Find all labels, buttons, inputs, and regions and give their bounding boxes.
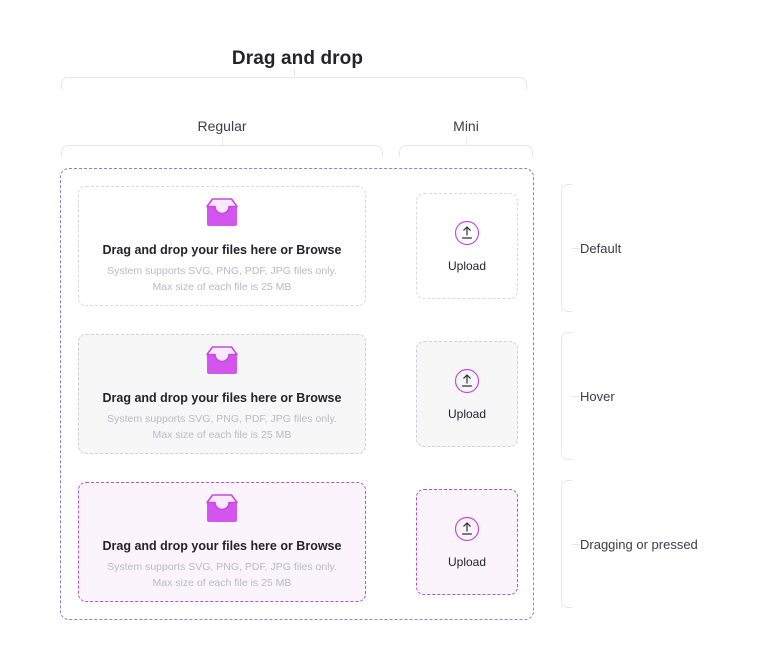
- dropzone-sub-line-2: Max size of each file is 25 MB: [152, 576, 292, 589]
- dropzone-sub-line-1: System supports SVG, PNG, PDF, JPG files…: [107, 561, 337, 574]
- dropzone-sub-line-2: Max size of each file is 25 MB: [152, 428, 292, 441]
- upload-circle-icon: [454, 516, 480, 547]
- page-title: Drag and drop: [231, 48, 364, 69]
- state-label-default: Default: [580, 241, 622, 256]
- title-bracket: [61, 69, 527, 90]
- upload-circle-icon: [454, 220, 480, 251]
- dropzone-headline: Drag and drop your files here or Browse: [102, 539, 342, 554]
- state-row-default: Drag and drop your files here or Browse …: [61, 186, 533, 322]
- state-row-hover: Drag and drop your files here or Browse …: [61, 334, 533, 470]
- state-label-dragging: Dragging or pressed: [580, 537, 698, 552]
- mini-upload-label: Upload: [447, 554, 487, 569]
- dropzone-sub-line-1: System supports SVG, PNG, PDF, JPG files…: [107, 413, 337, 426]
- state-bracket-stem: [572, 544, 580, 545]
- column-bracket-regular: [61, 137, 383, 157]
- upload-circle-icon: [454, 368, 480, 399]
- state-bracket-stem: [572, 396, 580, 397]
- dropzone-headline: Drag and drop your files here or Browse: [102, 391, 342, 406]
- dropzone-regular-dragging[interactable]: Drag and drop your files here or Browse …: [78, 482, 366, 602]
- inbox-tray-icon: [203, 197, 241, 233]
- column-bracket-stem: [466, 137, 467, 146]
- state-row-dragging: Drag and drop your files here or Browse …: [61, 482, 533, 618]
- column-bracket-stem: [222, 137, 223, 146]
- column-bracket-mini: [399, 137, 533, 157]
- column-label-regular: Regular: [197, 118, 247, 134]
- state-bracket-hover: [561, 332, 580, 460]
- dropzone-headline: Drag and drop your files here or Browse: [102, 243, 342, 258]
- state-label-hover: Hover: [580, 389, 615, 404]
- inbox-tray-icon: [203, 345, 241, 381]
- state-bracket-dragging: [561, 480, 580, 608]
- mini-upload-label: Upload: [447, 258, 487, 273]
- dropzone-regular-default[interactable]: Drag and drop your files here or Browse …: [78, 186, 366, 306]
- dropzone-mini-hover[interactable]: Upload: [416, 341, 518, 447]
- column-label-mini: Mini: [453, 118, 479, 134]
- title-bracket-stem: [294, 69, 295, 78]
- dropzone-regular-hover[interactable]: Drag and drop your files here or Browse …: [78, 334, 366, 454]
- mini-upload-label: Upload: [447, 406, 487, 421]
- dropzone-mini-default[interactable]: Upload: [416, 193, 518, 299]
- state-bracket-default: [561, 184, 580, 312]
- dropzone-sub-line-2: Max size of each file is 25 MB: [152, 280, 292, 293]
- state-bracket-stem: [572, 248, 580, 249]
- dropzone-matrix-container: Drag and drop your files here or Browse …: [60, 168, 534, 620]
- inbox-tray-icon: [203, 493, 241, 529]
- dropzone-mini-dragging[interactable]: Upload: [416, 489, 518, 595]
- dropzone-sub-line-1: System supports SVG, PNG, PDF, JPG files…: [107, 265, 337, 278]
